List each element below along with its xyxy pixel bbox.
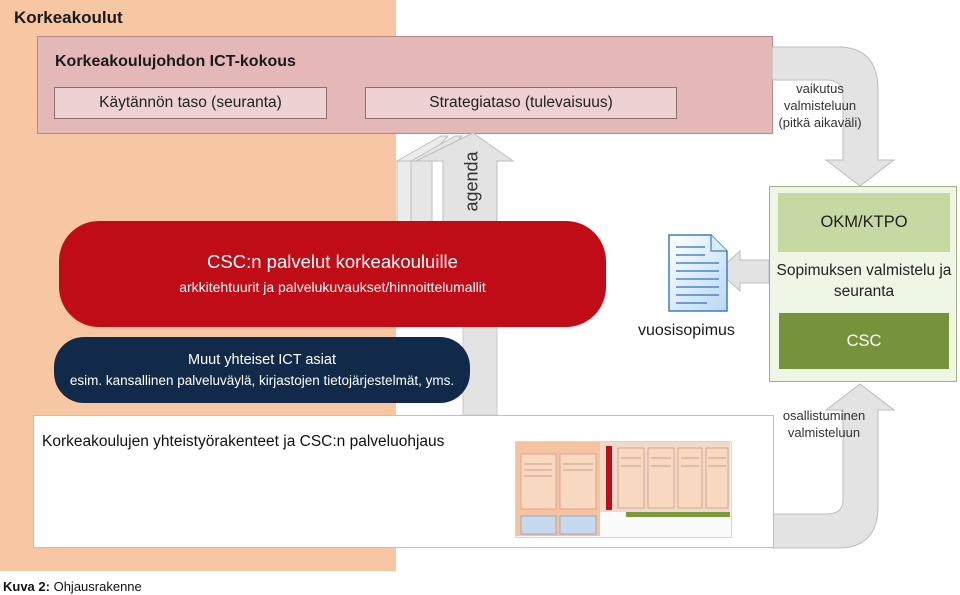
ict-meeting-title: Korkeakoulujohdon ICT-kokous <box>55 53 296 70</box>
figure-caption: Kuva 2: Ohjausrakenne <box>3 579 142 594</box>
agenda-label: agenda <box>441 146 503 216</box>
other-ict-subtitle: esim. kansallinen palveluväylä, kirjasto… <box>69 373 455 388</box>
curved-up-arrow <box>771 383 896 549</box>
practical-level-box: Käytännön taso (seuranta) <box>54 87 327 119</box>
other-ict-box: Muut yhteiset ICT asiat esim. kansalline… <box>54 337 470 403</box>
cooperation-title: Korkeakoulujen yhteistyörakenteet ja CSC… <box>42 433 445 450</box>
document-icon <box>668 234 728 312</box>
caption-text: Ohjausrakenne <box>53 579 142 594</box>
agreement-prep-label: Sopimuksen valmistelu ja seuranta <box>776 262 952 300</box>
impact-label: vaikutus valmisteluun (pitkä aikaväli) <box>778 81 862 130</box>
csc-box: CSC <box>779 313 949 369</box>
ict-meeting-box: Korkeakoulujohdon ICT-kokous Käytännön t… <box>37 36 773 134</box>
organization-title: Korkeakoulut <box>14 8 123 27</box>
csc-services-title: CSC:n palvelut korkeakouluille <box>207 251 458 272</box>
annual-agreement-label: vuosisopimus <box>638 322 735 339</box>
agenda-text: agenda <box>461 150 482 212</box>
ministry-box: OKM/KTPO <box>778 193 950 252</box>
csc-services-box: CSC:n palvelut korkeakouluille arkkiteht… <box>59 221 606 327</box>
csc-services-subtitle: arkkitehtuurit ja palvelukuvaukset/hinno… <box>179 279 486 295</box>
caption-prefix: Kuva 2: <box>3 579 50 594</box>
up-arrow <box>410 160 433 223</box>
thumbnail-graphic <box>516 442 730 536</box>
participation-label: osallistuminen valmisteluun <box>782 408 866 440</box>
left-arrow <box>717 249 770 293</box>
other-ict-title: Muut yhteiset ICT asiat <box>187 352 337 368</box>
up-arrow <box>415 132 515 223</box>
diagram-thumbnail <box>515 441 732 538</box>
strategic-level-box: Strategiataso (tulevaisuus) <box>365 87 677 119</box>
